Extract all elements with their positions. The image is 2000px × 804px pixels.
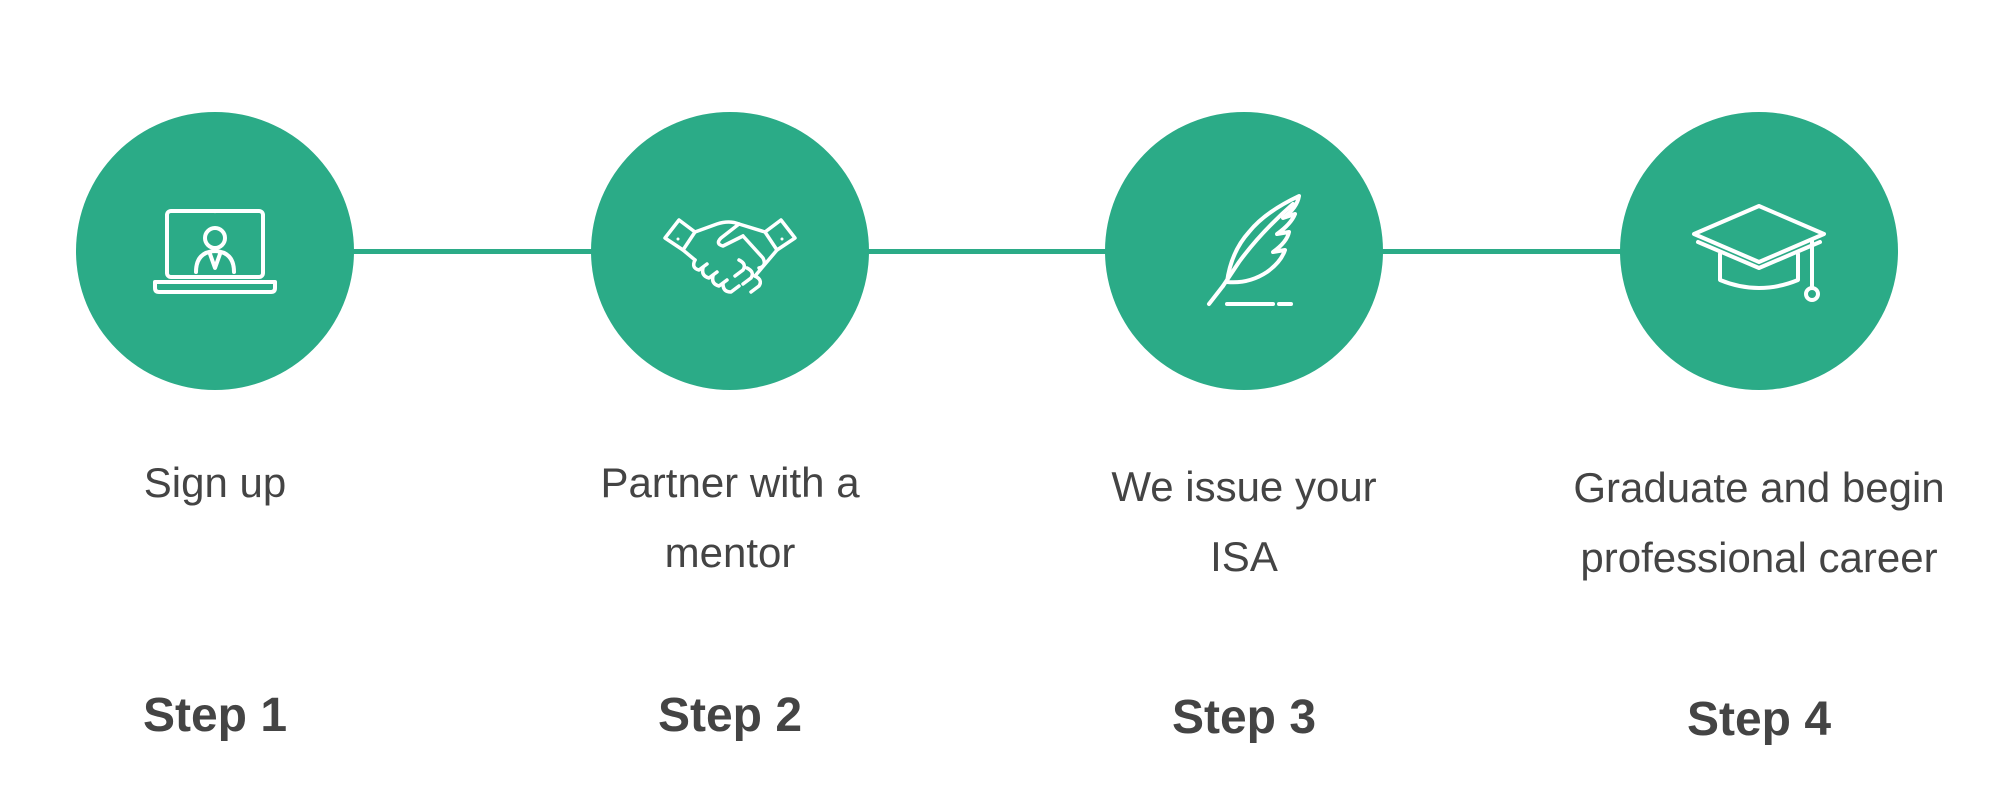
description-line: Partner with a xyxy=(600,459,860,506)
laptop-user-icon xyxy=(153,209,277,294)
description-line: mentor xyxy=(664,529,796,576)
step-1-circle xyxy=(76,112,354,390)
description-line: Graduate and begin xyxy=(1573,464,1945,511)
handshake-icon xyxy=(663,218,797,294)
step-4: Graduate and begin professional career S… xyxy=(1573,0,1945,804)
step-3-circle xyxy=(1105,112,1383,390)
step-4-circle xyxy=(1620,112,1898,390)
step-3-label: Step 3 xyxy=(1171,691,1317,744)
step-2-label: Step 2 xyxy=(657,689,803,742)
connector-line xyxy=(1381,249,1622,254)
step-1: Sign up Step 1 xyxy=(35,0,395,804)
description-line: Sign up xyxy=(143,459,287,506)
description-line: professional career xyxy=(1580,534,1938,581)
description-line: ISA xyxy=(1210,533,1278,580)
step-1-description: Sign up xyxy=(35,448,395,518)
step-2-description: Partner with a mentor xyxy=(550,448,910,588)
step-2: Partner with a mentor Step 2 xyxy=(550,0,910,804)
step-3-description: We issue your ISA xyxy=(1064,452,1424,592)
description-line: We issue your xyxy=(1111,463,1377,510)
connector-line xyxy=(352,249,593,254)
connector-line xyxy=(867,249,1107,254)
step-3: We issue your ISA Step 3 xyxy=(1064,0,1424,804)
feather-quill-icon xyxy=(1207,194,1301,306)
step-1-label: Step 1 xyxy=(142,689,288,742)
step-4-label: Step 4 xyxy=(1686,693,1832,746)
step-2-circle xyxy=(591,112,869,390)
graduation-cap-icon xyxy=(1692,204,1826,302)
step-4-description: Graduate and begin professional career xyxy=(1559,453,1959,593)
